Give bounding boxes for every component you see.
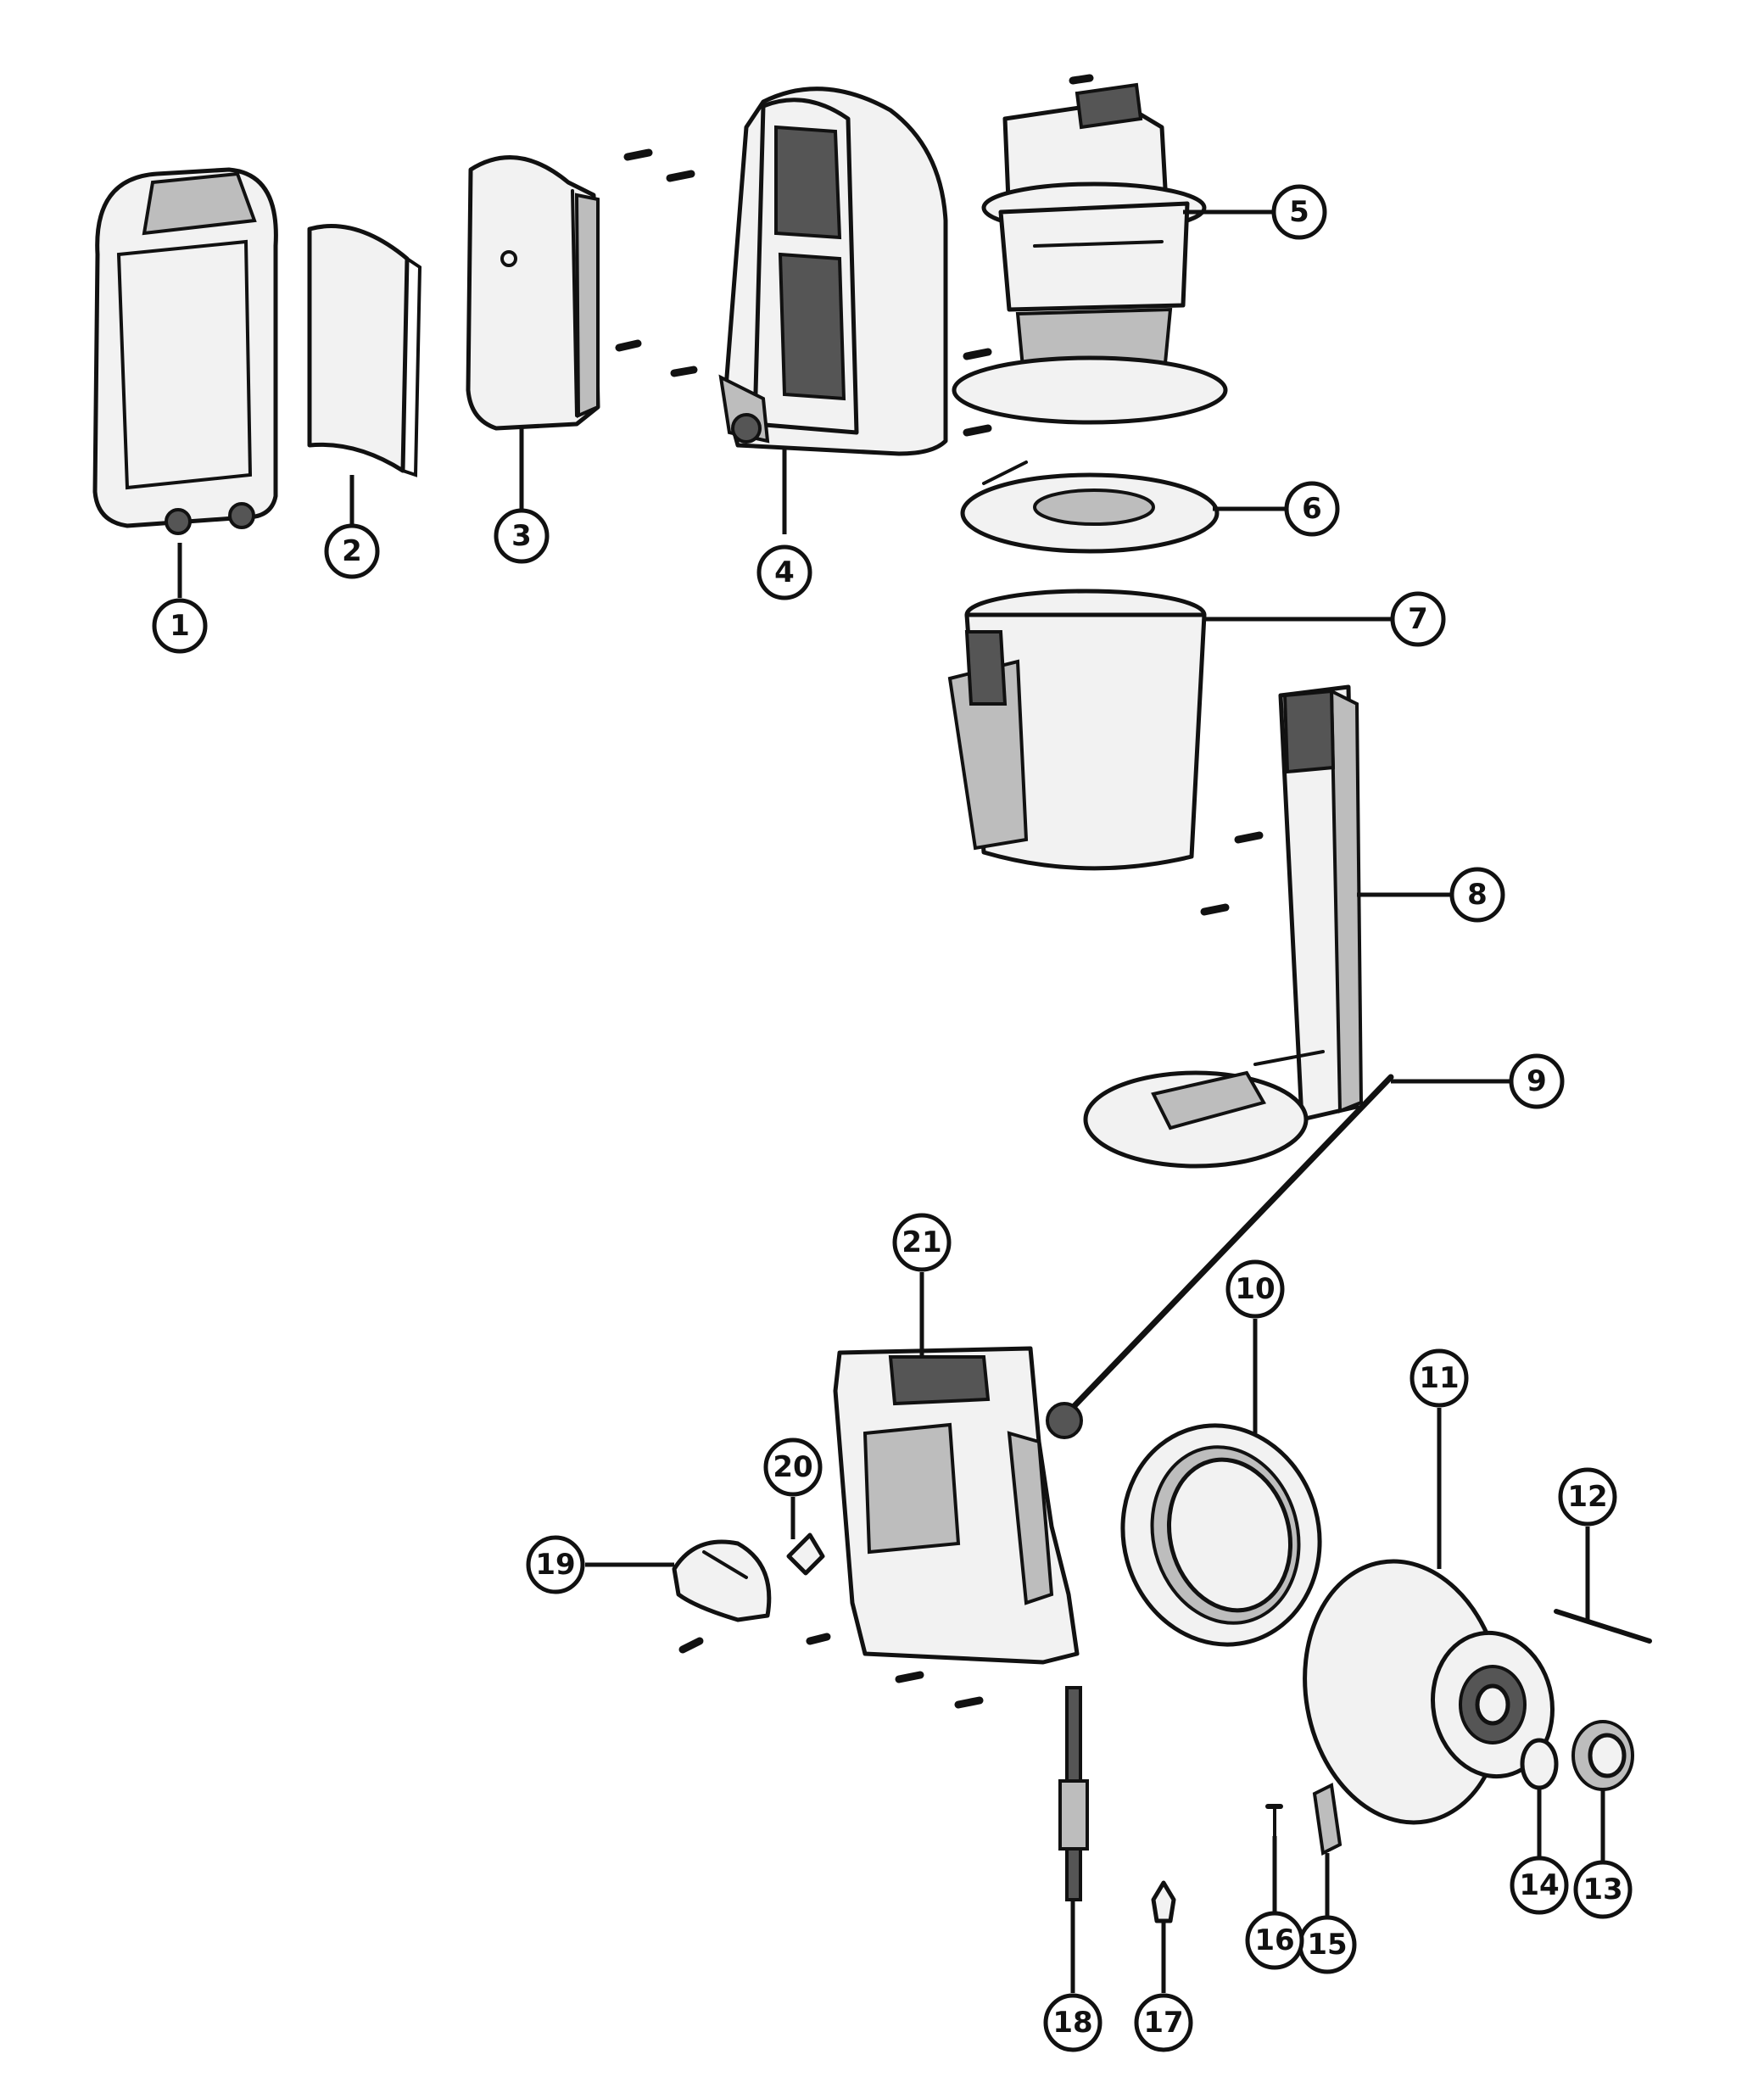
svg-text:2: 2 <box>342 534 362 568</box>
screws <box>615 74 1264 1709</box>
part-10-ring <box>1120 1423 1322 1647</box>
svg-text:16: 16 <box>1254 1923 1294 1957</box>
svg-text:19: 19 <box>535 1548 575 1582</box>
part-14-washer <box>1520 1738 1559 1790</box>
part-11-motor <box>1303 1559 1555 1825</box>
part-19-knob-cover <box>672 1539 772 1622</box>
callout-12: 12 <box>1558 1467 1617 1527</box>
svg-text:6: 6 <box>1302 492 1322 526</box>
part-20-bulb <box>786 1532 825 1576</box>
callout-6: 6 <box>1284 481 1340 537</box>
svg-text:15: 15 <box>1307 1928 1347 1962</box>
svg-text:17: 17 <box>1143 2006 1183 2040</box>
svg-text:4: 4 <box>774 555 795 589</box>
callout-7: 7 <box>1390 591 1446 647</box>
svg-text:13: 13 <box>1583 1873 1622 1906</box>
svg-text:14: 14 <box>1519 1868 1559 1902</box>
part-6-ring-seal <box>960 461 1220 554</box>
svg-text:3: 3 <box>511 519 532 553</box>
callout-11: 11 <box>1410 1348 1469 1408</box>
svg-text:8: 8 <box>1467 878 1488 912</box>
callout-14: 14 <box>1510 1856 1569 1915</box>
part-4-main-housing <box>718 87 948 456</box>
callout-1: 1 <box>152 598 208 654</box>
part-8-handle-base <box>1083 684 1364 1169</box>
callout-5: 5 <box>1271 184 1327 240</box>
svg-text:21: 21 <box>902 1225 941 1259</box>
part-5-filter-assembly <box>952 82 1228 425</box>
part-2-panel <box>307 224 422 477</box>
callout-13: 13 <box>1573 1860 1633 1919</box>
svg-text:11: 11 <box>1419 1361 1459 1395</box>
svg-text:20: 20 <box>773 1450 812 1484</box>
callout-8: 8 <box>1449 867 1505 923</box>
part-21-lower-housing <box>833 1346 1080 1665</box>
part-15-clip <box>1312 1782 1343 1856</box>
svg-text:18: 18 <box>1052 2006 1092 2040</box>
part-7-dust-bin <box>947 589 1207 871</box>
svg-text:9: 9 <box>1527 1064 1547 1098</box>
callout-3: 3 <box>494 508 550 564</box>
svg-text:12: 12 <box>1567 1480 1607 1514</box>
svg-text:5: 5 <box>1289 195 1309 229</box>
callout-15: 15 <box>1298 1915 1357 1974</box>
callout-18: 18 <box>1043 1993 1102 2052</box>
callout-2: 2 <box>324 523 380 579</box>
part-16-screw <box>1265 1804 1283 1838</box>
callout-17: 17 <box>1134 1993 1193 2052</box>
callout-9: 9 <box>1509 1053 1565 1109</box>
svg-text:7: 7 <box>1408 602 1428 636</box>
part-18-spring-rod <box>1058 1686 1089 1901</box>
part-17-pin <box>1151 1880 1176 1923</box>
part-1-front-cover <box>92 167 278 535</box>
callout-19: 19 <box>526 1535 585 1594</box>
svg-text:10: 10 <box>1235 1272 1275 1306</box>
callout-20: 20 <box>763 1437 823 1497</box>
part-12-pin <box>1554 1609 1652 1644</box>
callout-21: 21 <box>892 1213 952 1272</box>
callout-16: 16 <box>1245 1911 1304 1970</box>
part-3-inner-cover <box>466 155 600 431</box>
part-9-rod <box>1046 1074 1394 1439</box>
callout-4: 4 <box>756 544 812 600</box>
leader-lines <box>177 209 1605 1993</box>
part-13-cap <box>1571 1720 1634 1791</box>
callout-10: 10 <box>1225 1259 1285 1319</box>
svg-text:1: 1 <box>170 609 190 643</box>
